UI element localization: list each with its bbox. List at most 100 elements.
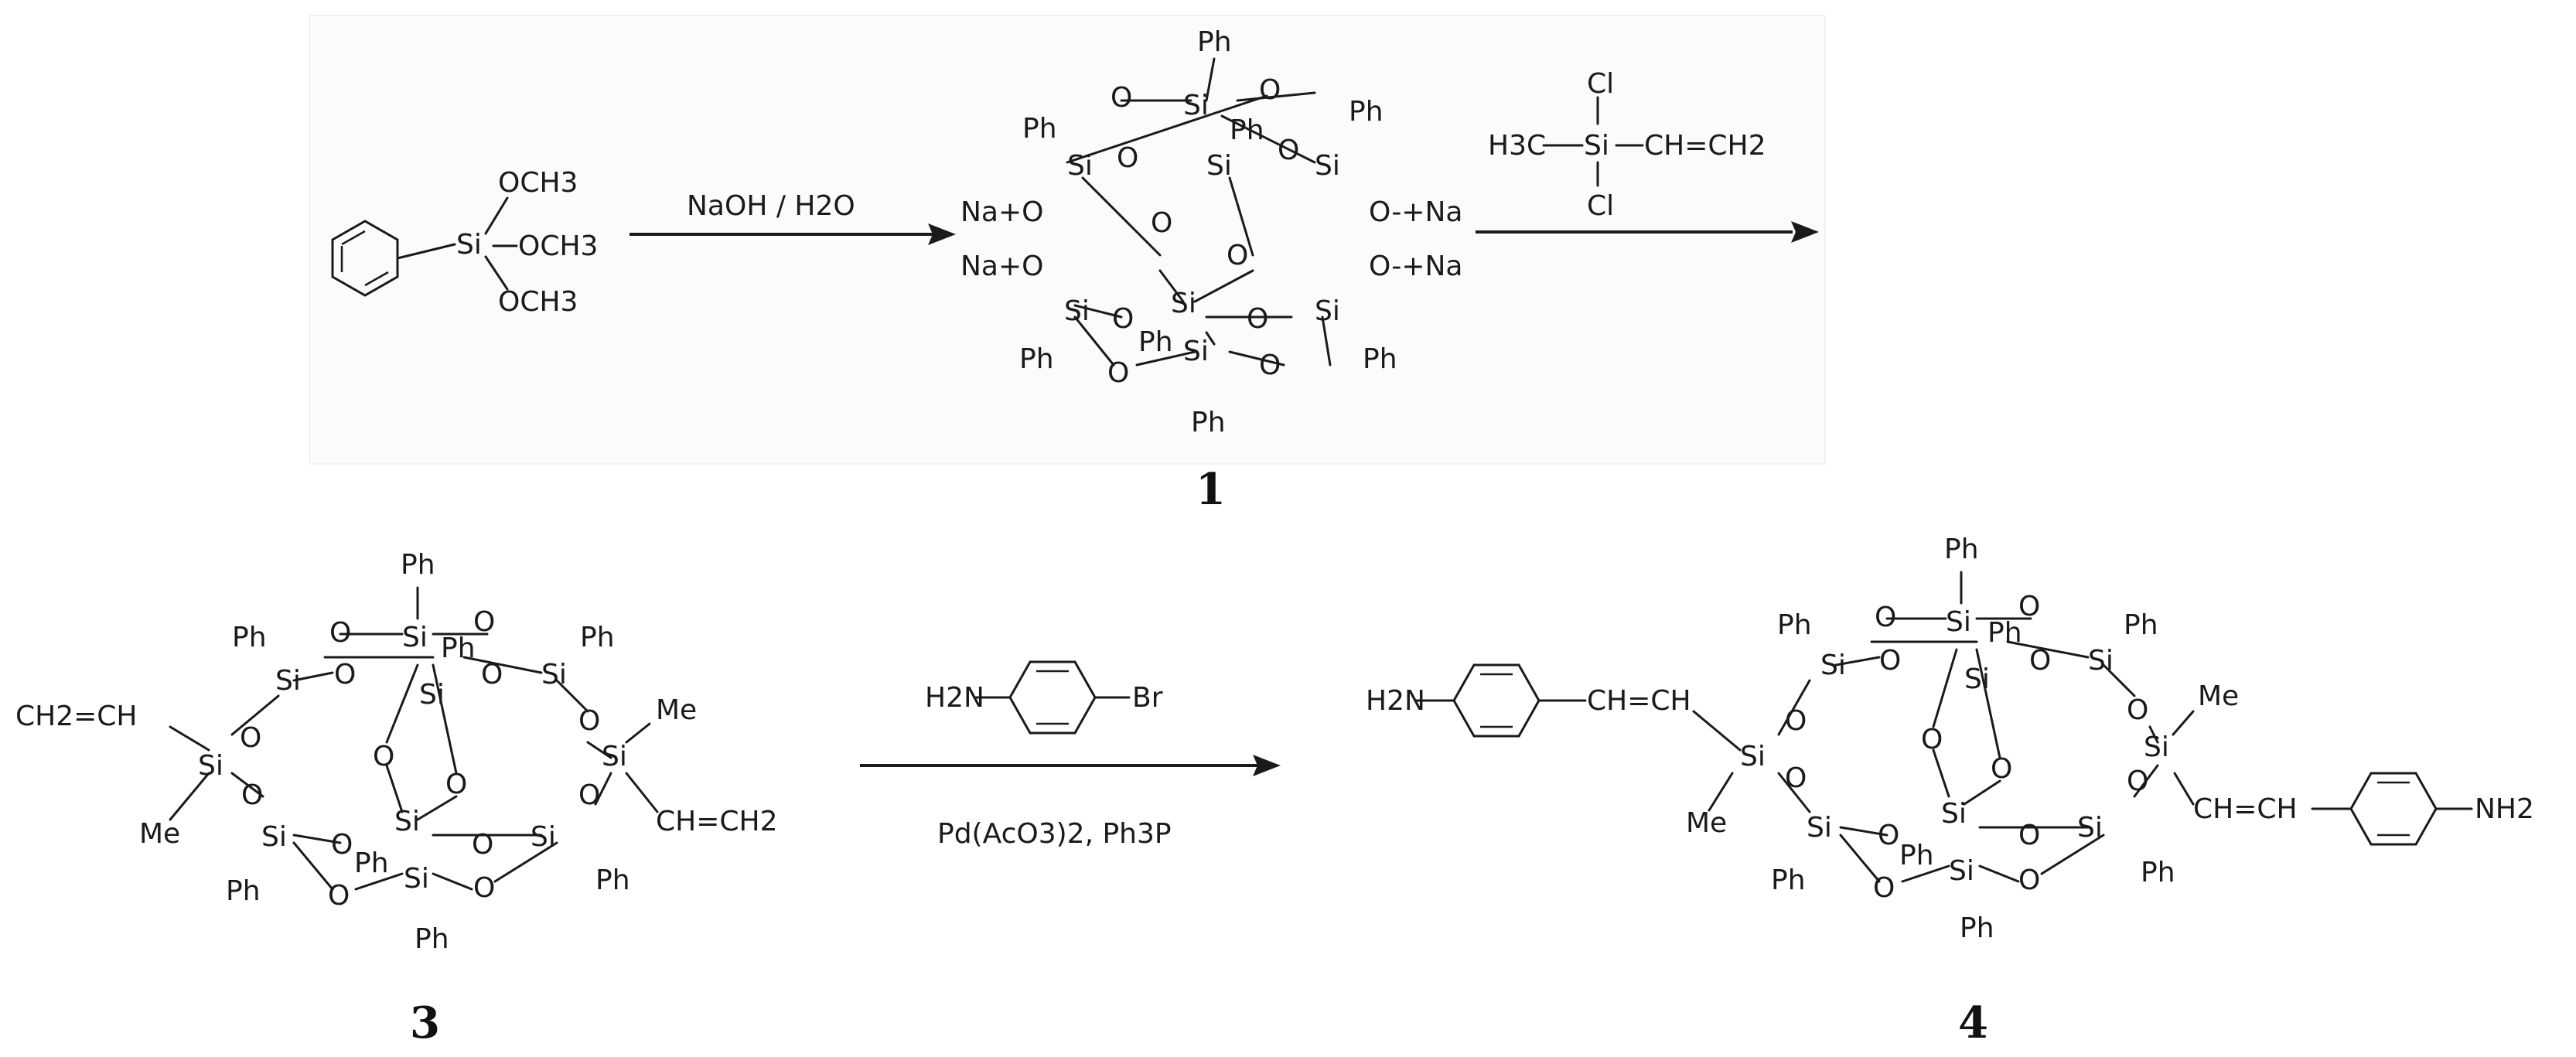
bromine-atom: Br [1132,682,1163,714]
phenyl-label: Ph [1191,407,1226,438]
silicon-atom: Si [1183,90,1209,121]
oxygen-atom: O [578,779,600,811]
oxygen-atom: O [373,741,394,772]
oxygen-atom: O [1259,74,1281,106]
top-panel-background [309,15,1826,465]
phenyl-label: Ph [2141,857,2175,888]
oxygen-atom: O [1112,303,1134,335]
arrowhead-icon [1791,221,1819,243]
oxygen-atom: O [1875,602,1896,633]
compound-1-label: 1 [1196,464,1226,515]
oxygen-atom: O [2018,864,2040,896]
sodium-oxide-bottom-left: Na+O [960,251,1044,282]
silicon-atom: Si [394,806,420,837]
silicon-atom: Si [402,622,428,653]
silicon-atom: Si [1183,336,1209,367]
phenyl-label: Ph [1019,343,1054,375]
silicon-atom: Si [1964,663,1990,695]
silicon-atom: Si [275,665,301,697]
starting-material-phenyltrimethoxysilane: Si OCH3 OCH3 OCH3 [331,167,598,318]
silicon-atom: Si [1067,150,1093,182]
reagent-amine-group: H2N [925,682,984,714]
compound-1-structure: Ph Si O O Ph Ph Ph Si Si O Si O Na+O O-+… [960,26,1462,515]
phenyl-label: Ph [1987,617,2022,649]
phenyl-label: Ph [1230,114,1264,146]
silicon-atom: Si [2088,645,2114,677]
oxygen-atom: O [1107,357,1129,389]
phenyl-label: Ph [232,622,267,653]
phenyl-label: Ph [595,864,630,896]
oxygen-atom: O [1151,207,1172,239]
oxygen-atom: O [328,880,350,912]
reaction-arrow-2: Cl H3C Si CH=CH2 Cl [1476,68,1819,243]
compound-3-label: 3 [410,997,440,1048]
oxygen-atom: O [240,722,261,754]
silicon-atom: Si [531,821,556,853]
reaction-arrow-3: H2N Br Pd(AcO3)2, Ph3P [860,660,1281,850]
phenyl-label: Ph [354,847,389,879]
arrow1-reagent-label: NaOH / H2O [687,190,855,222]
oxygen-atom: O [1879,645,1901,677]
phenyl-label: Ph [580,622,615,653]
oxygen-atom: O [2018,820,2040,851]
silicon-atom: Si [2144,731,2169,763]
silicon-atom: Si [1949,855,1974,887]
silicon-atom: Si [1584,130,1609,162]
chlorine-atom-bottom: Cl [1587,190,1614,222]
oxygen-atom: O [1785,705,1807,737]
oxygen-atom: O [1278,135,1299,166]
compound-3-structure: CH2=CH Me Ph Si O O Ph Ph Ph Si O [15,549,777,1048]
silicon-atom: Si [1171,288,1196,319]
silicon-atom: Si [1740,741,1766,772]
reaction-arrow-1: NaOH / H2O [629,190,956,245]
oxygen-atom: O [578,705,600,737]
oxygen-atom: O [1227,240,1248,271]
oxygen-atom: O [473,872,495,904]
methyl-group-left: Me [1686,807,1727,839]
compound-4-label: 4 [1958,997,1988,1048]
silicon-atom: Si [1946,606,1971,638]
oxygen-atom: O [2018,591,2040,622]
silicon-atom: Si [1315,295,1340,327]
oxygen-atom: O [1111,82,1132,114]
methyl-group-right: Me [656,694,697,726]
phenyl-label: Ph [1944,534,1979,565]
oxygen-atom: O [334,659,356,690]
benzene-ring-icon [2349,772,2438,846]
phenyl-label: Ph [441,632,476,664]
benzene-ring-icon [1008,660,1097,735]
oxygen-atom: O [331,829,353,861]
phenyl-label: Ph [1363,343,1397,375]
phenyl-label: Ph [226,875,261,907]
silicon-atom: Si [1820,650,1846,681]
silicon-atom: Si [1064,295,1090,327]
vinyl-linker-right: CH=CH [2193,793,2298,825]
oxygen-atom: O [329,617,351,649]
oxygen-atom: O [1878,820,1899,851]
compound-4-structure: H2N CH=CH Me Ph Si O O Ph [1366,534,2534,1048]
phenyl-label: Ph [1771,864,1806,896]
oxygen-atom: O [1921,724,1943,755]
oxygen-atom: O [472,829,493,861]
phenyl-label: Ph [2124,609,2158,641]
vinyl-group-right: CH=CH2 [656,806,777,837]
oxygen-atom: O [2127,694,2148,726]
silicon-atom: Si [261,821,287,853]
silicon-atom: Si [541,659,567,690]
oxygen-atom: O [241,779,263,811]
silicon-atom: Si [1315,150,1340,182]
phenyl-label: Ph [1899,840,1934,871]
arrow3-conditions-label: Pd(AcO3)2, Ph3P [937,818,1172,850]
phenyl-label: Ph [1960,912,1994,944]
vinyl-group-left: CH2=CH [15,701,137,732]
phenyl-label: Ph [1138,326,1173,358]
sodium-oxide-bottom-right: O-+Na [1369,251,1462,282]
oxygen-atom: O [445,769,467,800]
silicon-atom: Si [456,229,482,261]
phenyl-label: Ph [415,923,449,955]
silicon-atom: Si [1206,150,1232,182]
vinyl-group: CH=CH2 [1644,130,1766,162]
oxygen-atom: O [473,606,495,638]
oxygen-atom: O [1247,303,1268,335]
